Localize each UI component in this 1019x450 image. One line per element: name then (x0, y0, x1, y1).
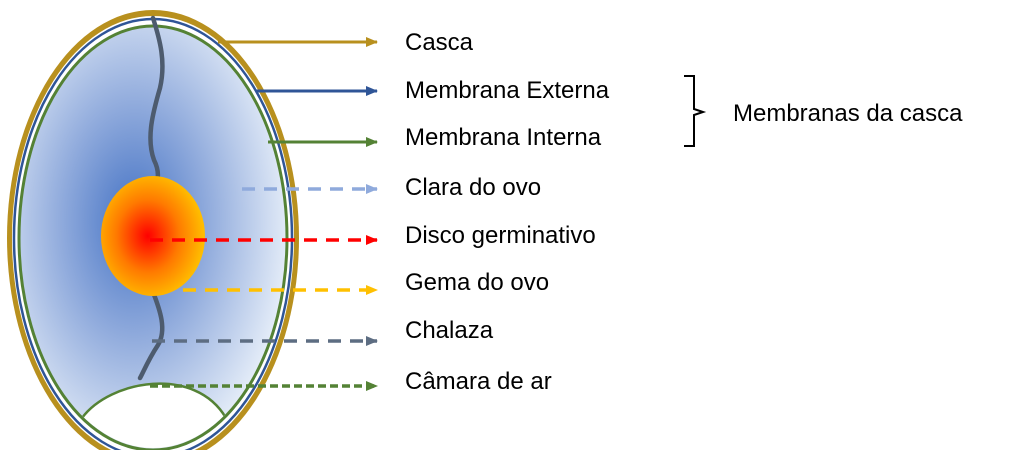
egg-yolk (101, 176, 205, 296)
label-casca: Casca (405, 29, 474, 56)
membranes-bracket (684, 75, 707, 147)
inner-membrane (17, 24, 289, 450)
label-membrana-interna: Membrana Interna (405, 124, 602, 151)
label-camara: Câmara de ar (405, 368, 552, 395)
label-gema: Gema do ovo (405, 269, 549, 296)
label-clara: Clara do ovo (405, 174, 541, 201)
label-disco: Disco germinativo (405, 222, 596, 249)
label-membrana-externa: Membrana Externa (405, 77, 610, 104)
label-chalaza: Chalaza (405, 317, 494, 344)
label-membranas-da-casca: Membranas da casca (733, 100, 963, 127)
chalaza-bottom-strand (137, 289, 165, 381)
chalaza-top-strand (148, 15, 165, 191)
